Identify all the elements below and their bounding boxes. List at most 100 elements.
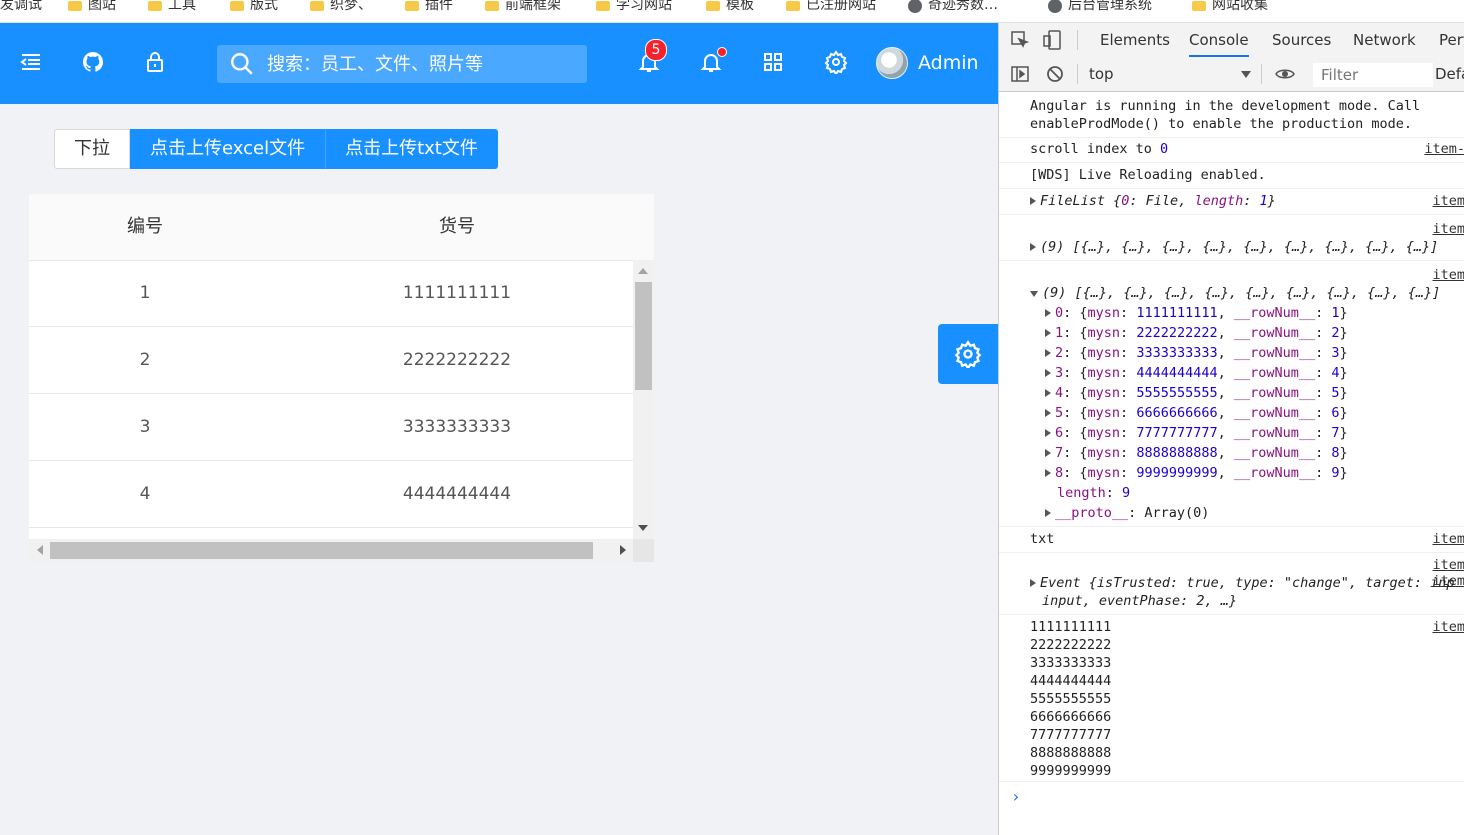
txt-value-line: 4444444444	[1030, 673, 1112, 689]
gear-icon	[954, 340, 982, 368]
bookmark-item[interactable]: 模板	[706, 0, 754, 14]
vertical-scroll-thumb[interactable]	[635, 282, 652, 390]
tab-network[interactable]: Network	[1353, 31, 1416, 49]
console-message[interactable]: item (9) [{…}, {…}, {…}, {…}, {…}, {…}, …	[999, 214, 1464, 261]
array-item-row[interactable]: 6: {mysn: 7777777777, __rowNum__: 7}	[1045, 424, 1348, 442]
alert-bell-icon[interactable]	[697, 48, 725, 76]
table-header: 编号 货号	[29, 194, 654, 261]
expand-arrow-icon[interactable]	[1030, 579, 1036, 587]
bookmark-item[interactable]: 织梦、	[310, 0, 372, 14]
sidebar-toggle-icon[interactable]	[1011, 65, 1029, 83]
table-row: 1 1111111111	[29, 260, 633, 327]
table-row: 3 3333333333	[29, 394, 633, 461]
collapse-arrow-icon[interactable]	[1030, 291, 1038, 297]
array-item-row[interactable]: 5: {mysn: 6666666666, __rowNum__: 6}	[1045, 404, 1348, 422]
upload-txt-button[interactable]: 点击上传txt文件	[325, 129, 498, 169]
horizontal-scroll-thumb[interactable]	[50, 542, 593, 559]
array-item-row[interactable]: 7: {mysn: 8888888888, __rowNum__: 8}	[1045, 444, 1348, 462]
tab-sources[interactable]: Sources	[1272, 31, 1332, 49]
scroll-down-arrow-icon[interactable]	[638, 525, 648, 531]
scroll-right-arrow-icon[interactable]	[620, 545, 626, 555]
bookmark-item[interactable]: 发调试	[0, 0, 42, 13]
source-link[interactable]: item	[1432, 619, 1464, 635]
expand-arrow-icon[interactable]	[1045, 309, 1051, 317]
expand-arrow-icon[interactable]	[1045, 389, 1051, 397]
expand-arrow-icon[interactable]	[1045, 449, 1051, 457]
console-toolbar: top Defa	[999, 57, 1464, 92]
cell-sku: 2222222222	[402, 350, 512, 370]
source-link[interactable]: item	[1432, 557, 1464, 573]
bookmark-item[interactable]: 插件	[405, 0, 453, 14]
expand-arrow-icon[interactable]	[1030, 197, 1036, 205]
expand-arrow-icon[interactable]	[1045, 429, 1051, 437]
floating-settings-button[interactable]	[938, 324, 998, 384]
log-levels-dropdown[interactable]: Defa	[1435, 65, 1464, 83]
inspect-element-icon[interactable]	[1011, 31, 1030, 49]
action-button-group: 下拉 点击上传excel文件 点击上传txt文件	[54, 129, 498, 169]
source-link[interactable]: item	[1432, 221, 1464, 237]
array-item-row[interactable]: 1: {mysn: 2222222222, __rowNum__: 2}	[1045, 324, 1348, 342]
github-icon[interactable]	[79, 48, 107, 76]
divider	[1077, 64, 1078, 84]
folder-icon	[485, 1, 499, 11]
apps-grid-icon[interactable]	[759, 48, 787, 76]
source-link[interactable]: item-	[1424, 141, 1464, 157]
bookmark-item[interactable]: 后台管理系统	[1048, 0, 1152, 14]
tab-elements[interactable]: Elements	[1100, 31, 1170, 49]
tab-performance[interactable]: Perf	[1439, 31, 1464, 49]
dropdown-button[interactable]: 下拉	[54, 129, 130, 169]
source-link[interactable]: item	[1432, 531, 1464, 547]
scroll-up-arrow-icon[interactable]	[638, 268, 648, 274]
console-message[interactable]: item item Event {isTrusted: true, type: …	[999, 552, 1464, 615]
device-toolbar-icon[interactable]	[1043, 30, 1061, 50]
chevron-down-icon[interactable]	[1241, 71, 1251, 78]
source-link[interactable]: item	[1432, 193, 1464, 209]
menu-fold-icon[interactable]	[17, 48, 45, 76]
gear-icon[interactable]	[822, 48, 850, 76]
bookmark-item[interactable]: 图站	[68, 0, 116, 14]
console-prompt-chevron-icon[interactable]: ›	[1011, 787, 1021, 806]
source-link[interactable]: item	[1432, 267, 1464, 283]
array-item-row[interactable]: 8: {mysn: 9999999999, __rowNum__: 9}	[1045, 464, 1348, 482]
expand-arrow-icon[interactable]	[1045, 349, 1051, 357]
user-menu[interactable]: Admin	[876, 47, 979, 79]
expand-arrow-icon[interactable]	[1045, 369, 1051, 377]
array-item-row[interactable]: 0: {mysn: 1111111111, __rowNum__: 1}	[1045, 304, 1348, 322]
eye-icon[interactable]	[1275, 66, 1295, 82]
folder-icon	[706, 1, 720, 11]
console-output: Angular is running in the development mo…	[999, 91, 1464, 835]
array-item-row[interactable]: 4: {mysn: 5555555555, __rowNum__: 5}	[1045, 384, 1348, 402]
user-name: Admin	[918, 52, 979, 74]
bookmark-item[interactable]: 工具	[148, 0, 196, 14]
horizontal-scrollbar[interactable]	[29, 539, 654, 562]
expand-arrow-icon[interactable]	[1045, 469, 1051, 477]
expand-arrow-icon[interactable]	[1045, 509, 1051, 517]
array-item-row[interactable]: 3: {mysn: 4444444444, __rowNum__: 4}	[1045, 364, 1348, 382]
search-box[interactable]	[217, 45, 587, 83]
bookmark-item[interactable]: 学习网站	[596, 0, 672, 14]
bookmark-item[interactable]: 网站收集	[1192, 0, 1268, 14]
upload-excel-button[interactable]: 点击上传excel文件	[130, 129, 326, 169]
array-item-row[interactable]: 2: {mysn: 3333333333, __rowNum__: 3}	[1045, 344, 1348, 362]
expand-arrow-icon[interactable]	[1045, 329, 1051, 337]
console-message[interactable]: FileList {0: File, length: 1} item	[999, 188, 1464, 215]
scroll-left-arrow-icon[interactable]	[37, 545, 43, 555]
bookmark-item[interactable]: 前端框架	[485, 0, 561, 14]
clear-console-icon[interactable]	[1046, 65, 1064, 83]
bookmark-item[interactable]: 已注册网站	[786, 0, 876, 14]
bookmark-item[interactable]: 版式	[230, 0, 278, 14]
source-link[interactable]: item	[1432, 573, 1464, 589]
lock-icon[interactable]	[141, 48, 169, 76]
alert-dot	[717, 47, 727, 57]
context-selector[interactable]: top	[1089, 65, 1114, 83]
expand-arrow-icon[interactable]	[1045, 409, 1051, 417]
console-message: [WDS] Live Reloading enabled.	[999, 162, 1464, 189]
bookmark-item[interactable]: 奇迹秀数…	[908, 0, 998, 14]
vertical-scrollbar[interactable]	[633, 260, 654, 539]
devtools-panel: Elements Console Sources Network Perf to…	[998, 23, 1464, 835]
tab-console[interactable]: Console	[1189, 23, 1249, 57]
expand-arrow-icon[interactable]	[1030, 243, 1036, 251]
console-filter-input[interactable]	[1313, 63, 1433, 87]
console-message-expanded-array[interactable]: item (9) [{…}, {…}, {…}, {…}, {…}, {…}, …	[999, 260, 1464, 527]
search-input[interactable]	[265, 52, 569, 76]
